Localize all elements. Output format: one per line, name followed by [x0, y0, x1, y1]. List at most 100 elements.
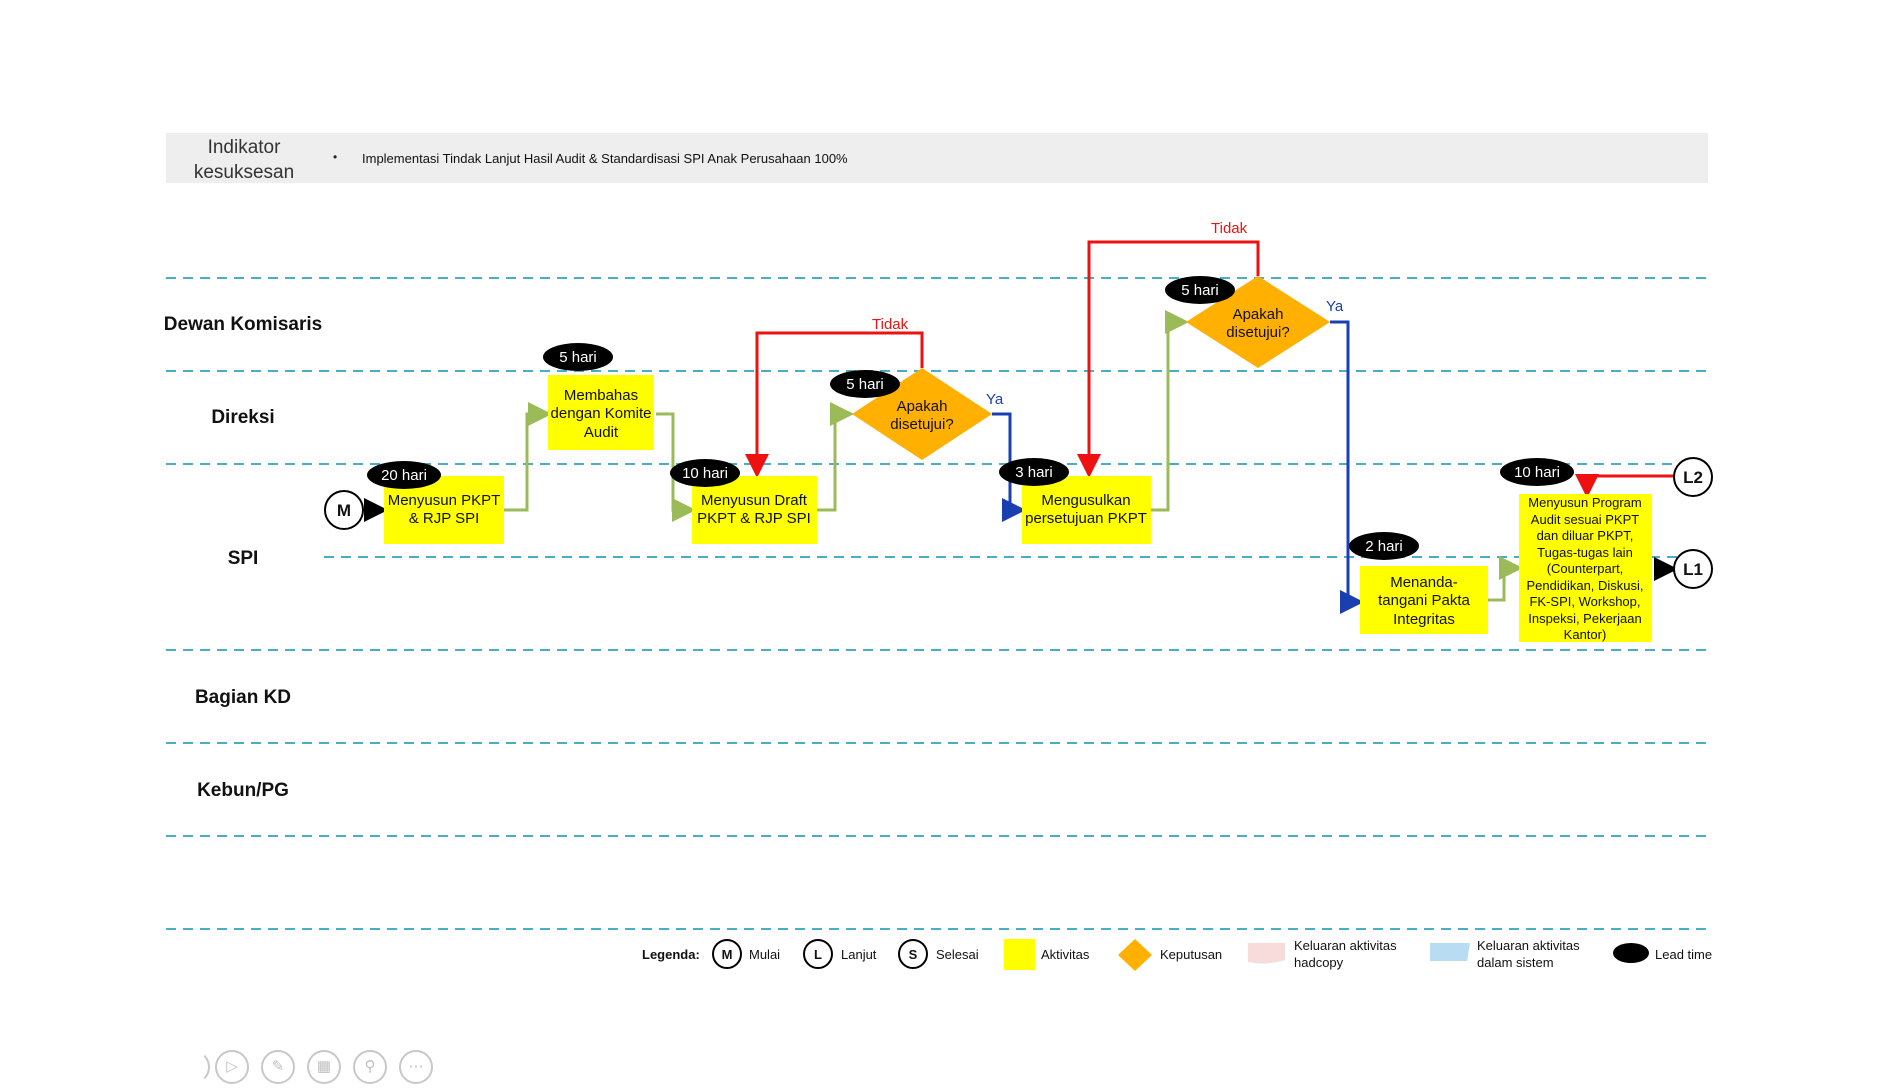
indicator-bullet: •	[333, 150, 338, 164]
lead-time-oval-a5	[1349, 532, 1419, 560]
legend-lanjut-symbol-label: L	[814, 947, 822, 962]
no-branch-arrow	[1077, 240, 1260, 478]
lead-time-a4: 3 hari	[1015, 464, 1053, 481]
activity-a6-line9: Kantor)	[1564, 627, 1607, 642]
lead-time-oval-a6	[1500, 458, 1574, 486]
decision-d1-line2: disetujui?	[890, 416, 953, 433]
no-branch-arrows	[745, 240, 1674, 498]
activity-a5-line1: Menanda-	[1390, 574, 1458, 591]
activity-box-a5	[1360, 566, 1488, 634]
activity-a5-line2: tangani Pakta	[1378, 592, 1470, 609]
no-label-1: Tidak	[872, 316, 909, 333]
legend-lanjut-label: Lanjut	[841, 947, 877, 962]
lead-time-d1: 5 hari	[846, 376, 884, 393]
activity-box-a3	[692, 476, 817, 544]
flow-arrow	[1488, 556, 1523, 602]
activity-a4-line1: Mengusulkan	[1041, 492, 1130, 509]
yes-label-1: Ya	[986, 391, 1004, 408]
lead-time-a2: 5 hari	[559, 349, 597, 366]
legend-keputusan-swatch	[1118, 939, 1152, 971]
lane-label-spi: SPI	[228, 548, 259, 569]
activity-a6-line6: Pendidikan, Diskusi,	[1526, 578, 1643, 593]
yes-label-2: Ya	[1326, 298, 1344, 315]
legend-hardcopy-label-1: Keluaran aktivitas	[1294, 938, 1397, 953]
legend-title: Legenda:	[642, 947, 700, 962]
back-icon[interactable]	[176, 1050, 210, 1084]
lane-separators	[166, 277, 1708, 930]
decision-d1-line1: Apakah	[897, 398, 948, 415]
continue-connector-l1-label: L1	[1683, 560, 1703, 579]
activity-a1-line2: & RJP SPI	[409, 510, 480, 527]
legend-lead-swatch	[1613, 943, 1649, 963]
flow-arrow	[817, 402, 854, 512]
legend-selesai-symbol-label: S	[909, 947, 918, 962]
lead-time-oval-a3	[670, 459, 740, 487]
lead-time-d2: 5 hari	[1181, 282, 1219, 299]
play-icon[interactable]: ▷	[215, 1050, 249, 1084]
legend-hardcopy-label-2: hadcopy	[1294, 955, 1344, 970]
continue-connector-l2-label: L2	[1683, 468, 1703, 487]
lane-label-direksi: Direksi	[211, 407, 274, 428]
decision-d2-line1: Apakah	[1233, 306, 1284, 323]
legend-lanjut-symbol	[803, 939, 833, 969]
lead-time-a6: 10 hari	[1514, 464, 1560, 481]
activity-a2-line2: dengan Komite	[551, 405, 652, 422]
lead-time-oval-a2	[543, 343, 613, 371]
start-connector	[324, 490, 364, 530]
continue-connector-l2	[1673, 457, 1713, 497]
activity-a6-line8: Inspeksi, Pekerjaan	[1528, 611, 1641, 626]
flow-arrow	[504, 402, 552, 512]
activity-a2-line3: Audit	[584, 424, 619, 441]
lead-time-oval-d2	[1165, 276, 1235, 304]
lane-label-bagian-kd: Bagian KD	[195, 687, 291, 708]
activity-a3-line1: Menyusun Draft	[701, 492, 808, 509]
activity-a6-line3: dan diluar PKPT,	[1537, 528, 1634, 543]
legend-hardcopy-swatch	[1248, 943, 1285, 964]
no-branch-arrow	[745, 331, 924, 478]
legend-mulai-label: Mulai	[749, 947, 780, 962]
activity-a6-line7: FK-SPI, Workshop,	[1529, 594, 1640, 609]
legend-mulai-symbol	[712, 939, 742, 969]
flow-arrow	[656, 412, 696, 522]
yes-branch-arrow	[1330, 320, 1364, 614]
legend-aktivitas-swatch	[1004, 939, 1035, 970]
legend-sistem-label-1: Keluaran aktivitas	[1477, 938, 1580, 953]
zoom-icon[interactable]: ⚲	[353, 1050, 387, 1084]
lead-time-oval-a4	[999, 458, 1069, 486]
activity-box-a2	[548, 375, 654, 450]
grid-icon[interactable]: ▦	[307, 1050, 341, 1084]
legend-lead-label: Lead time	[1655, 947, 1712, 962]
indicator-title-line2: kesuksesan	[193, 162, 295, 183]
activity-a6-line4: Tugas-tugas lain	[1537, 545, 1633, 560]
indicator-title: Indikator kesuksesan	[176, 135, 312, 185]
activity-a5-line3: Integritas	[1393, 611, 1455, 628]
lead-time-a1: 20 hari	[381, 467, 427, 484]
activity-a2-line1: Membahas	[564, 387, 638, 404]
indicator-text: Implementasi Tindak Lanjut Hasil Audit &…	[362, 151, 848, 166]
flow-arrow	[1151, 310, 1189, 512]
lane-label-kebun-pg: Kebun/PG	[197, 780, 289, 801]
lead-time-oval-d1	[830, 370, 900, 398]
more-icon[interactable]: ⋯	[399, 1050, 433, 1084]
decision-d2-line2: disetujui?	[1226, 324, 1289, 341]
lead-time-oval-a1	[367, 461, 441, 489]
flow-arrows	[504, 310, 1523, 602]
activity-a6-line1: Menyusun Program	[1528, 495, 1641, 510]
activity-a6-line2: Audit sesuai PKPT	[1531, 512, 1639, 527]
activity-box-a4	[1022, 476, 1151, 544]
activity-box-a6	[1519, 494, 1652, 642]
legend: Legenda: M Mulai L Lanjut S Selesai Akti…	[642, 938, 1712, 971]
indicator-title-line1: Indikator	[207, 137, 281, 158]
indicator-bar	[166, 133, 1708, 183]
lane-label-dewan-komisaris: Dewan Komisaris	[164, 314, 322, 335]
start-connector-label: M	[337, 501, 351, 520]
legend-mulai-symbol-label: M	[722, 947, 733, 962]
legend-sistem-label-2: dalam sistem	[1477, 955, 1554, 970]
pen-icon[interactable]: ✎	[261, 1050, 295, 1084]
activity-a3-line2: PKPT & RJP SPI	[697, 510, 811, 527]
activity-a4-line2: persetujuan PKPT	[1025, 510, 1147, 527]
legend-aktivitas-label: Aktivitas	[1041, 947, 1090, 962]
legend-keputusan-label: Keputusan	[1160, 947, 1222, 962]
activity-a1-line1: Menyusun PKPT	[388, 492, 501, 509]
